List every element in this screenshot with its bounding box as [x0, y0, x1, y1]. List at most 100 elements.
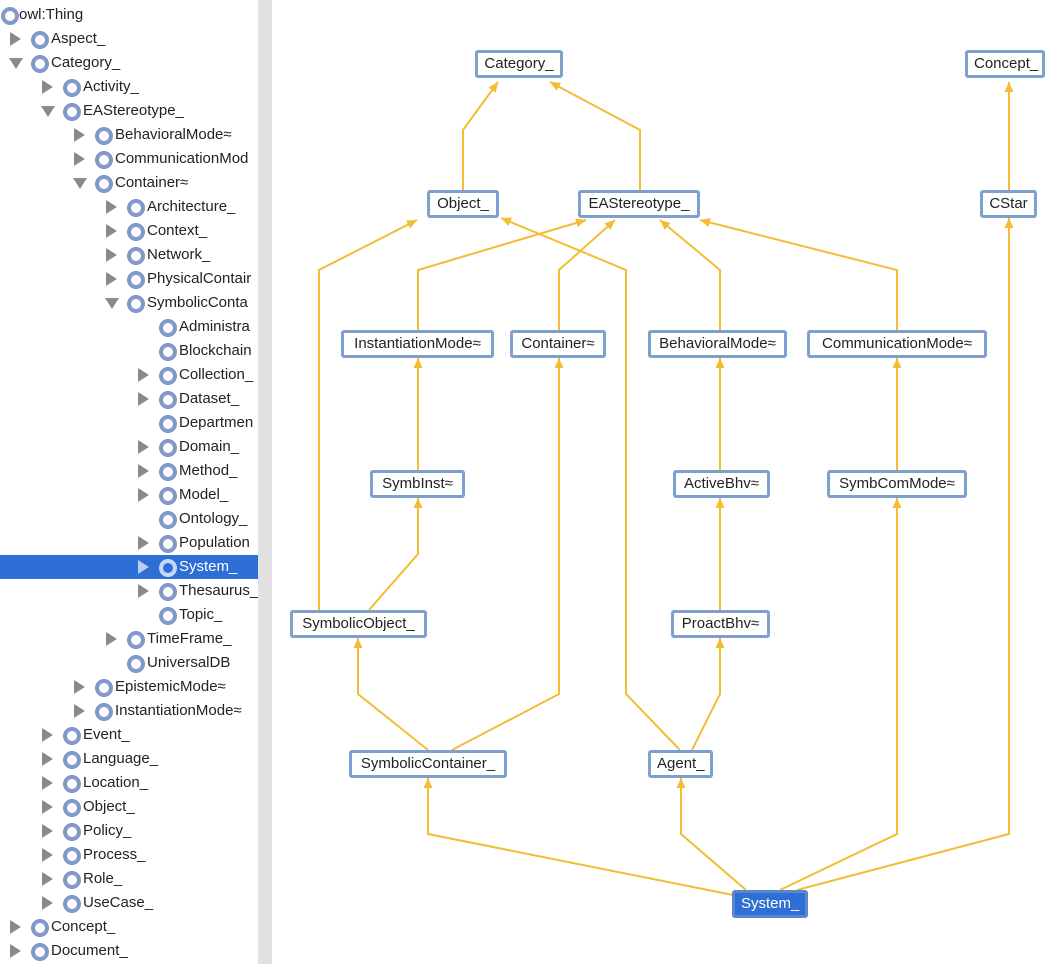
graph-node-category[interactable]: Category_: [475, 50, 563, 78]
tree-item[interactable]: TimeFrame_: [0, 627, 258, 651]
collapse-right-triangle-icon[interactable]: [138, 488, 149, 502]
tree-item[interactable]: Population: [0, 531, 258, 555]
collapse-right-triangle-icon[interactable]: [42, 776, 53, 790]
graph-node-container[interactable]: Container≈: [510, 330, 606, 358]
collapse-right-triangle-icon[interactable]: [42, 80, 53, 94]
tree-item[interactable]: UseCase_: [0, 891, 258, 915]
tree-item[interactable]: Method_: [0, 459, 258, 483]
tree-item[interactable]: Language_: [0, 747, 258, 771]
graph-node-instantiationmode[interactable]: InstantiationMode≈: [341, 330, 494, 358]
tree-item[interactable]: Network_: [0, 243, 258, 267]
tree-item[interactable]: Administra: [0, 315, 258, 339]
tree-item[interactable]: Concept_: [0, 915, 258, 939]
tree-item[interactable]: Policy_: [0, 819, 258, 843]
collapse-right-triangle-icon[interactable]: [74, 128, 85, 142]
tree-item[interactable]: Process_: [0, 843, 258, 867]
collapse-right-triangle-icon[interactable]: [138, 584, 149, 598]
tree-item[interactable]: Ontology_: [0, 507, 258, 531]
collapse-right-triangle-icon[interactable]: [106, 248, 117, 262]
graph-node-agent[interactable]: Agent_: [648, 750, 713, 778]
collapse-right-triangle-icon[interactable]: [42, 872, 53, 886]
tree-item[interactable]: SymbolicConta: [0, 291, 258, 315]
tree-item[interactable]: Dataset_: [0, 387, 258, 411]
tree-item[interactable]: Architecture_: [0, 195, 258, 219]
collapse-right-triangle-icon[interactable]: [42, 848, 53, 862]
graph-node-symbinst[interactable]: SymbInst≈: [370, 470, 465, 498]
collapse-right-triangle-icon[interactable]: [138, 560, 149, 574]
graph-node-eastereotype[interactable]: EAStereotype_: [578, 190, 700, 218]
tree-item[interactable]: UniversalDB: [0, 651, 258, 675]
collapse-right-triangle-icon[interactable]: [42, 824, 53, 838]
tree-item[interactable]: owl:Thing: [0, 3, 258, 27]
expand-down-triangle-icon[interactable]: [41, 106, 55, 117]
class-circle-icon: [159, 439, 177, 457]
tree-item[interactable]: Collection_: [0, 363, 258, 387]
arrowhead-icon: [406, 220, 417, 229]
tree-item-label: Aspect_: [51, 30, 106, 47]
tree-item[interactable]: Topic_: [0, 603, 258, 627]
tree-item[interactable]: CommunicationMod: [0, 147, 258, 171]
collapse-right-triangle-icon[interactable]: [74, 680, 85, 694]
collapse-right-triangle-icon[interactable]: [42, 728, 53, 742]
class-circle-icon: [95, 679, 113, 697]
collapse-right-triangle-icon[interactable]: [138, 464, 149, 478]
tree-item[interactable]: EpistemicMode≈: [0, 675, 258, 699]
graph-node-behavioralmode[interactable]: BehavioralMode≈: [648, 330, 787, 358]
graph-node-proactbhv[interactable]: ProactBhv≈: [671, 610, 770, 638]
tree-item[interactable]: Document_: [0, 939, 258, 963]
tree-item[interactable]: Thesaurus_: [0, 579, 258, 603]
arrowhead-icon: [554, 358, 564, 368]
tree-item[interactable]: Aspect_: [0, 27, 258, 51]
tree-item[interactable]: Blockchain: [0, 339, 258, 363]
tree-item[interactable]: Location_: [0, 771, 258, 795]
collapse-right-triangle-icon[interactable]: [138, 440, 149, 454]
graph-node-cstar[interactable]: CStar: [980, 190, 1037, 218]
collapse-right-triangle-icon[interactable]: [74, 704, 85, 718]
tree-item[interactable]: PhysicalContair: [0, 267, 258, 291]
tree-item[interactable]: EAStereotype_: [0, 99, 258, 123]
arrowhead-icon: [604, 220, 615, 231]
collapse-right-triangle-icon[interactable]: [106, 632, 117, 646]
tree-item[interactable]: InstantiationMode≈: [0, 699, 258, 723]
tree-item[interactable]: Departmen: [0, 411, 258, 435]
expand-down-triangle-icon[interactable]: [9, 58, 23, 69]
tree-item[interactable]: Event_: [0, 723, 258, 747]
tree-item[interactable]: System_: [0, 555, 258, 579]
graph-node-concept[interactable]: Concept_: [965, 50, 1045, 78]
expand-down-triangle-icon[interactable]: [73, 178, 87, 189]
collapse-right-triangle-icon[interactable]: [106, 272, 117, 286]
tree-item[interactable]: Object_: [0, 795, 258, 819]
collapse-right-triangle-icon[interactable]: [106, 224, 117, 238]
collapse-right-triangle-icon[interactable]: [10, 920, 21, 934]
tree-item[interactable]: Category_: [0, 51, 258, 75]
collapse-right-triangle-icon[interactable]: [138, 536, 149, 550]
collapse-right-triangle-icon[interactable]: [42, 752, 53, 766]
tree-item-label: EpistemicMode≈: [115, 678, 226, 695]
collapse-right-triangle-icon[interactable]: [138, 368, 149, 382]
graph-node-activebhv[interactable]: ActiveBhv≈: [673, 470, 770, 498]
collapse-right-triangle-icon[interactable]: [42, 896, 53, 910]
tree-item-label: Language_: [83, 750, 159, 767]
graph-node-symbolicobject[interactable]: SymbolicObject_: [290, 610, 427, 638]
graph-node-object[interactable]: Object_: [427, 190, 499, 218]
graph-node-symboliccontainer[interactable]: SymbolicContainer_: [349, 750, 507, 778]
graph-node-symbcommode[interactable]: SymbComMode≈: [827, 470, 967, 498]
collapse-right-triangle-icon[interactable]: [10, 944, 21, 958]
tree-item[interactable]: Domain_: [0, 435, 258, 459]
tree-item-label: owl:Thing: [19, 6, 84, 23]
expand-down-triangle-icon[interactable]: [105, 298, 119, 309]
collapse-right-triangle-icon[interactable]: [74, 152, 85, 166]
tree-item[interactable]: Context_: [0, 219, 258, 243]
tree-item[interactable]: Activity_: [0, 75, 258, 99]
tree-item[interactable]: Container≈: [0, 171, 258, 195]
graph-node-communicationmode[interactable]: CommunicationMode≈: [807, 330, 987, 358]
pane-splitter[interactable]: [258, 0, 272, 964]
tree-item[interactable]: BehavioralMode≈: [0, 123, 258, 147]
collapse-right-triangle-icon[interactable]: [138, 392, 149, 406]
graph-node-system[interactable]: System_: [732, 890, 808, 918]
tree-item[interactable]: Role_: [0, 867, 258, 891]
tree-item[interactable]: Model_: [0, 483, 258, 507]
collapse-right-triangle-icon[interactable]: [10, 32, 21, 46]
collapse-right-triangle-icon[interactable]: [106, 200, 117, 214]
collapse-right-triangle-icon[interactable]: [42, 800, 53, 814]
